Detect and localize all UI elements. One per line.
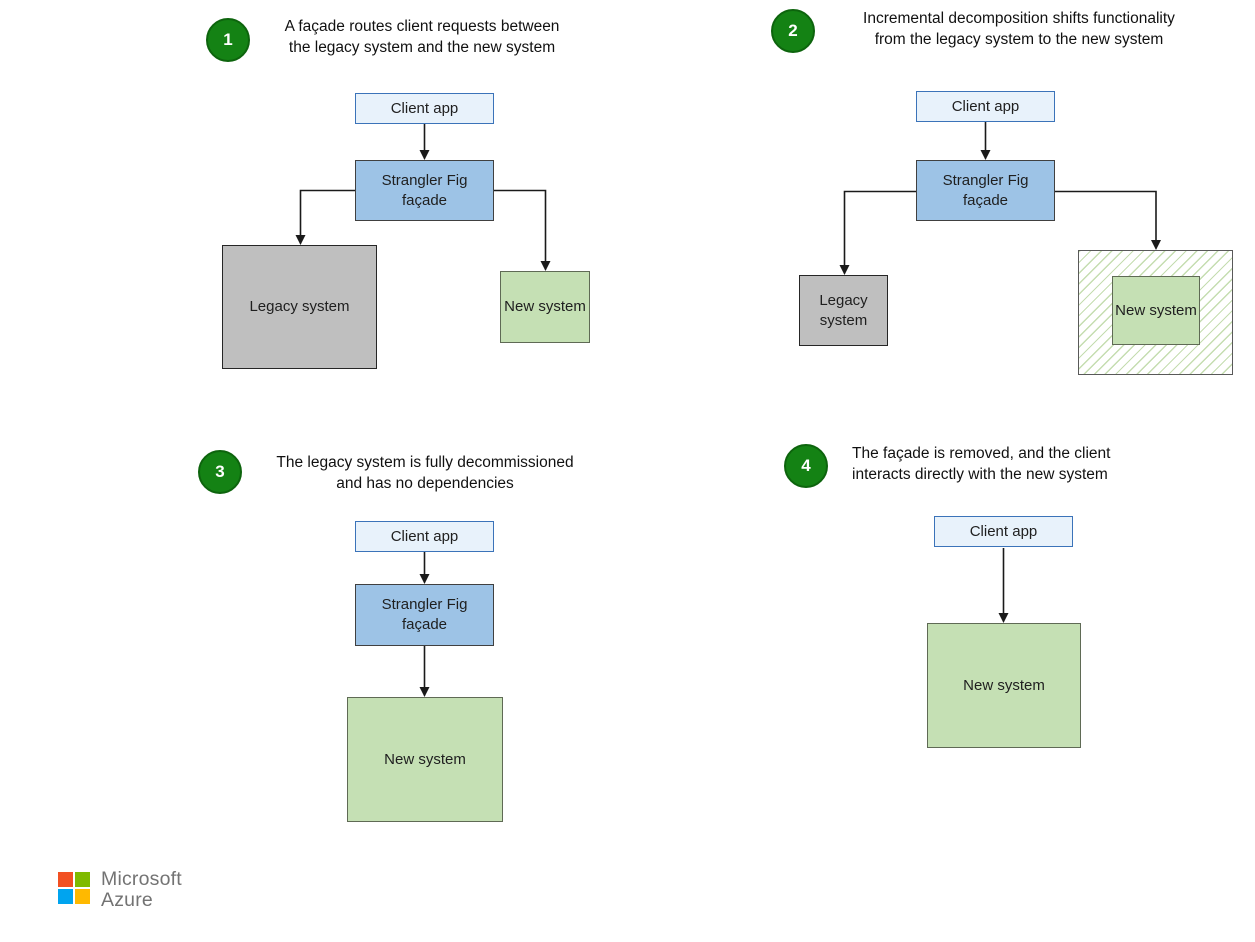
node-label: Strangler Fig façade [381, 596, 468, 633]
arrow-facade-to-new-1 [494, 189, 551, 271]
step-number: 4 [801, 456, 811, 475]
node-label: New system [384, 750, 466, 768]
step-caption-2: Incremental decomposition shifts functio… [823, 8, 1215, 50]
logo-square-green [75, 872, 90, 887]
caption-line: from the legacy system to the new system [874, 31, 1164, 48]
caption-line: the legacy system and the new system [288, 39, 556, 56]
caption-line: A façade routes client requests between [284, 18, 560, 35]
new-system-box-3: New system [347, 697, 503, 822]
client-app-box-2: Client app [916, 91, 1055, 122]
logo-square-red [58, 872, 73, 887]
brand-microsoft: Microsoft [101, 868, 182, 890]
legacy-footprint-hatched-box: New system [1078, 250, 1233, 375]
node-label: Strangler Fig façade [381, 171, 468, 209]
client-app-box-4: Client app [934, 516, 1073, 547]
arrow-facade-to-new-2 [1055, 190, 1161, 250]
node-label: New system [963, 676, 1045, 694]
brand-azure: Azure [101, 889, 153, 911]
microsoft-logo-icon [58, 872, 90, 904]
legacy-system-box-2: Legacy system [799, 275, 888, 346]
new-system-box-2: New system [1112, 276, 1200, 345]
step-badge-2: 2 [771, 9, 815, 53]
client-app-box-3: Client app [355, 521, 494, 552]
strangler-facade-box-1: Strangler Fig façade [355, 160, 494, 221]
caption-line: The façade is removed, and the client [852, 445, 1111, 462]
strangler-facade-box-3: Strangler Fig façade [355, 584, 494, 646]
caption-line: and has no dependencies [336, 475, 514, 492]
node-label: Client app [390, 99, 459, 117]
legacy-system-box-1: Legacy system [222, 245, 377, 369]
node-label: Legacy system [249, 298, 350, 316]
step-caption-3: The legacy system is fully decommissione… [230, 452, 620, 494]
node-label: Strangler Fig façade [942, 171, 1029, 209]
logo-square-blue [58, 889, 73, 904]
panel2-arrows [839, 122, 1161, 275]
arrow-facade-to-legacy-1 [295, 189, 355, 245]
node-label: New system [504, 298, 586, 316]
caption-line: The legacy system is fully decommissione… [276, 454, 574, 471]
microsoft-azure-logo: Microsoft Azure [58, 869, 182, 911]
step-number: 3 [215, 462, 225, 481]
node-label: Client app [969, 522, 1038, 540]
arrow-facade-to-legacy-2 [839, 190, 916, 275]
caption-line: Incremental decomposition shifts functio… [863, 10, 1175, 27]
step-badge-1: 1 [206, 18, 250, 62]
step-caption-1: A façade routes client requests between … [238, 16, 606, 58]
step-badge-3: 3 [198, 450, 242, 494]
client-app-box-1: Client app [355, 93, 494, 124]
step-caption-4: The façade is removed, and the client in… [852, 443, 1172, 485]
caption-line: interacts directly with the new system [852, 466, 1108, 483]
node-label: New system [1115, 301, 1197, 319]
new-system-box-4: New system [927, 623, 1081, 748]
step-number: 1 [223, 30, 233, 49]
panel1-arrows [295, 124, 551, 271]
strangler-facade-box-2: Strangler Fig façade [916, 160, 1055, 221]
node-label: Client app [951, 97, 1020, 115]
logo-wordmark: Microsoft Azure [101, 869, 182, 911]
step-badge-4: 4 [784, 444, 828, 488]
step-number: 2 [788, 21, 798, 40]
new-system-box-1: New system [500, 271, 590, 343]
node-label: Client app [390, 527, 459, 545]
logo-square-yellow [75, 889, 90, 904]
node-label: Legacy system [819, 291, 868, 329]
